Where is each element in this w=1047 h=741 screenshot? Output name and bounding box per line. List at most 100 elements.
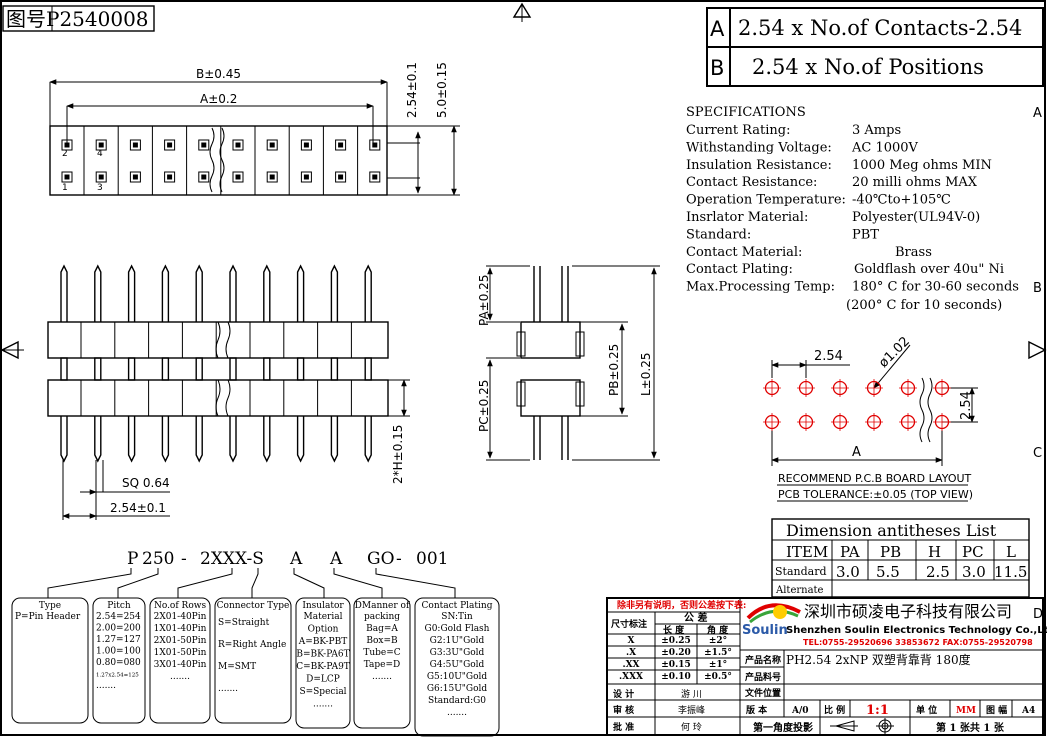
tolerance-label: 尺寸标注 (611, 618, 647, 630)
dim-list-header-pc: PC (962, 543, 984, 561)
pin-middle (94, 357, 102, 381)
pcb-layout: 2.54 ø1.02 2.54 A RECOMMEND P.C.B BOARD … (763, 334, 978, 502)
tolerance-angle: ±1.5° (704, 648, 732, 658)
logo-text: Soulin (742, 623, 788, 638)
pin-upper (195, 264, 203, 322)
part-code: P 250 - 2XXX-S A A GO - 001 (47, 549, 456, 598)
dim-pa-label: PA±0.25 (477, 275, 491, 326)
pin-lower (60, 416, 68, 463)
legend-line: G6:15U"Gold (427, 684, 488, 694)
drawing-number-text: 图号P2540008 (6, 7, 149, 31)
pin-lower (263, 416, 271, 463)
spec-value: Brass (895, 245, 932, 260)
pin-middle (330, 357, 339, 381)
legend-line: A=BK-PBT (298, 637, 347, 647)
legend-box (214, 597, 292, 724)
soulin-logo: Soulin (742, 603, 801, 638)
pin-upper (229, 264, 237, 322)
tolerance-dim: X (628, 636, 635, 646)
pin-core (372, 174, 378, 180)
formula-box: A 2.54 x No.of Contacts-2.54 B 2.54 x No… (706, 7, 1044, 87)
checker-label: 审 核 (613, 704, 634, 716)
pin-middle (229, 357, 237, 381)
pin-lower (195, 416, 203, 463)
pin-middle (263, 357, 271, 381)
legend-line: 0.80=080 (96, 658, 141, 668)
break-mark (919, 377, 925, 443)
zone-mark-b: B (1033, 281, 1042, 296)
spec-label: Contact Resistance: (686, 175, 817, 190)
dim-b-label: B±0.45 (196, 67, 241, 81)
pin-upper (94, 264, 102, 322)
pin-upper (364, 264, 372, 322)
pin-core (201, 174, 207, 180)
spec-value: PBT (852, 227, 879, 242)
version-label: 版 本 (745, 704, 768, 716)
dim-list-header-pb: PB (880, 543, 901, 561)
part-code-p: P (127, 549, 138, 569)
legend-box (414, 597, 500, 737)
pin-upper (263, 264, 271, 322)
pin-square (335, 171, 347, 183)
pin-lower (364, 416, 372, 463)
pin-core (338, 174, 344, 180)
spec-value: Goldflash over 40u" Ni (854, 262, 1004, 277)
pin-core (98, 142, 104, 148)
break-mark (209, 127, 215, 193)
side-view: PA±0.25 PC±0.25 PB±0.25 L±0.25 (477, 265, 660, 461)
legend-line: G5:10U"Gold (427, 672, 488, 682)
checker-name: 李振峰 (678, 704, 705, 716)
legend-box (295, 597, 351, 729)
zone-mark-c: C (1033, 446, 1042, 461)
pin-num-1: 1 (62, 183, 68, 193)
legend-line: D=LCP (306, 675, 340, 685)
pin-core (167, 142, 173, 148)
spec-label: Insrlator Material: (686, 210, 808, 225)
legend-title: Connector Type (217, 601, 290, 611)
legend-line: ....... (218, 684, 238, 694)
legend-title: Type (39, 601, 61, 611)
legend-line: Bag=A (366, 624, 398, 634)
dim-50-label: 5.0±0.15 (435, 62, 449, 118)
company-name-en: Shenzhen Soulin Electronics Technology C… (786, 625, 1047, 636)
legend-line: 1.27x2.54=125 (96, 673, 139, 679)
pcb-tolerance: PCB TOLERANCE:±0.05 (TOP VIEW) (778, 488, 973, 501)
spec-value: 180° C for 30-60 seconds (852, 280, 1019, 295)
spec-label: Max.Processing Temp: (686, 280, 835, 295)
size-label: 图 幅 (986, 704, 1007, 716)
top-view: B±0.45 A±0.2 2.54±0.1 5.0±0.15 2 4 1 3 (49, 62, 460, 196)
legend-line: B=BK-PA6T (296, 650, 349, 660)
dim-list-standard-pc: 3.0 (962, 563, 986, 581)
legend-line: 1X01-50Pin (154, 648, 207, 658)
pin-square (95, 139, 107, 151)
title-block: 除非另有说明，否则公差按下表: 尺寸标注 公 差 长 度 角 度 Soulin … (606, 597, 1047, 736)
dim-list-standard-h: 2.5 (926, 563, 950, 581)
spec-value: -40℃to+105℃ (852, 193, 951, 208)
pin-square (129, 171, 141, 183)
legend-line: Material (304, 612, 343, 622)
tolerance-length: ±0.10 (661, 672, 690, 682)
pin-square (266, 171, 278, 183)
pin-lower (330, 416, 339, 463)
pcb-row-label: 2.54 (959, 391, 974, 420)
specifications: SPECIFICATIONS Current Rating:3 AmpsWith… (686, 105, 1019, 313)
version-value: A/0 (791, 706, 809, 716)
legend-line: 2.00=200 (96, 624, 141, 634)
pin-core (303, 174, 309, 180)
legend-line: Standard:G0 (428, 696, 486, 706)
legend-line: 2X01-50Pin (154, 636, 207, 646)
unit-label: 单 位 (916, 704, 937, 716)
pin-lower (94, 416, 102, 463)
pcb-hole-label: ø1.02 (876, 334, 913, 371)
dim-254-label: 2.54±0.1 (405, 62, 419, 118)
legend-line: C=BK-PA9T (296, 662, 350, 672)
tolerance-col-length: 长 度 (663, 624, 685, 636)
legend-line: G2:1U"Gold (430, 636, 485, 646)
legend-line: R=Right Angle (218, 640, 286, 650)
pin-core (338, 142, 344, 148)
legend-line: Tape=D (364, 660, 401, 670)
part-code-rows: 2XXX-S (200, 549, 264, 569)
pcb-a-label: A (852, 445, 861, 460)
spec-value: Polyester(UL94V-0) (852, 210, 980, 225)
pin-middle (364, 357, 372, 381)
